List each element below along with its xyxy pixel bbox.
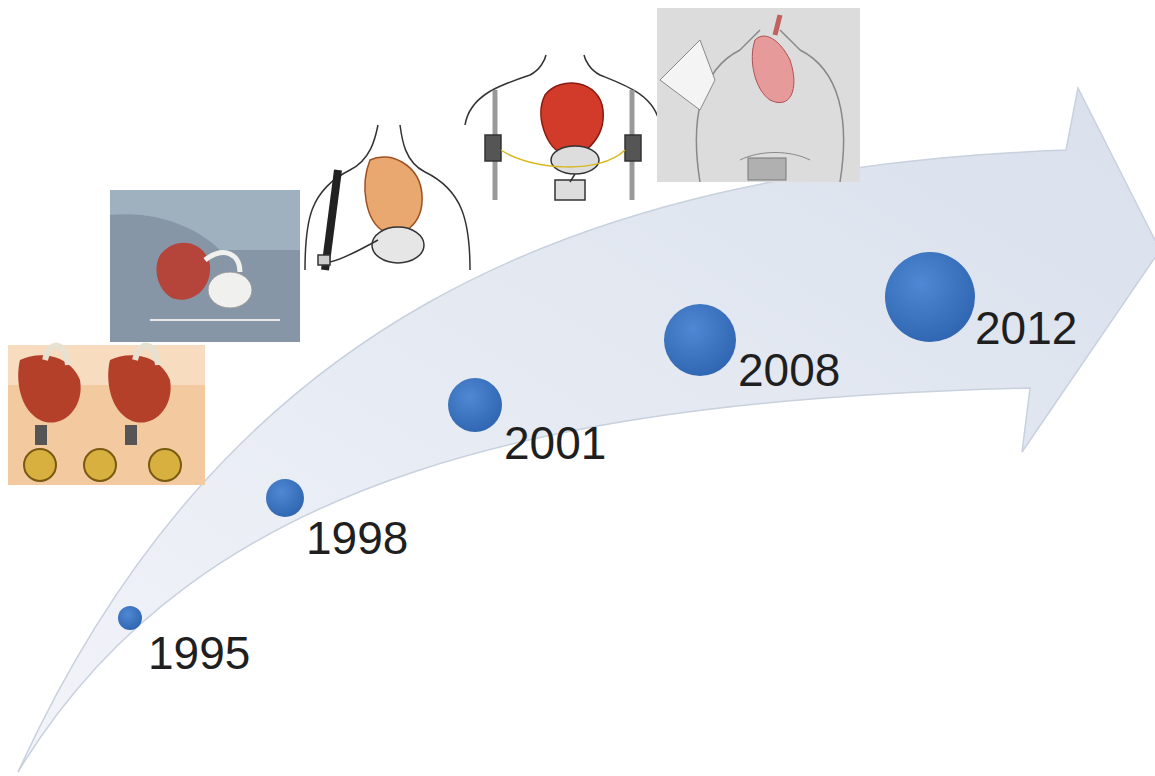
- device-picture-3: [305, 125, 470, 270]
- year-label: 2008: [738, 347, 840, 393]
- year-label: 2001: [504, 420, 606, 466]
- device-picture-1: [8, 345, 205, 485]
- year-label: 1998: [306, 515, 408, 561]
- device-picture-5: [657, 8, 860, 182]
- device-picture-4: [465, 55, 660, 200]
- device-picture-2: [110, 190, 300, 342]
- year-label: 2012: [975, 305, 1077, 351]
- year-label: 1995: [148, 630, 250, 676]
